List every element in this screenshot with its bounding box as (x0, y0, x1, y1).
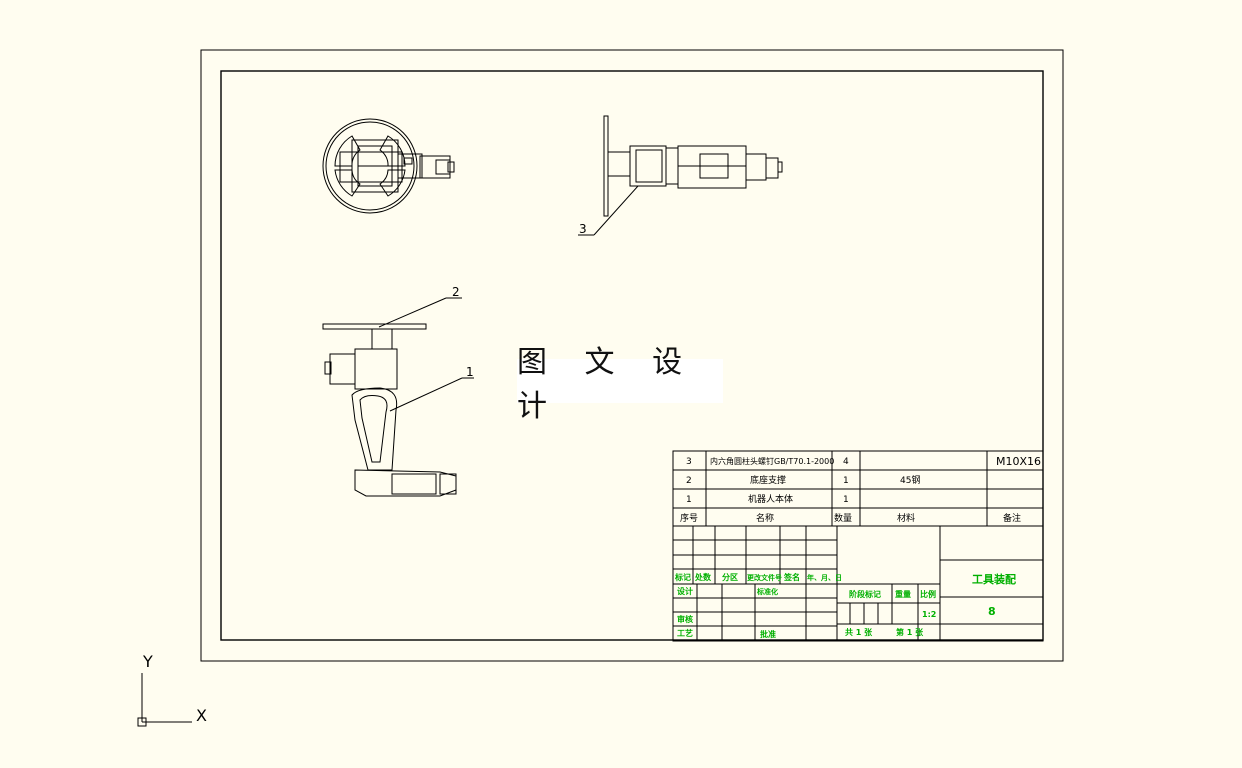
label-standardize: 标准化 (756, 587, 778, 596)
ucs-axis-icon (137, 673, 192, 727)
balloon-2: 2 (452, 285, 460, 299)
label-count: 处数 (694, 572, 712, 582)
scale-value: 1:2 (922, 610, 936, 619)
leader-lines (378, 185, 639, 412)
label-design: 设计 (677, 586, 693, 596)
label-zone: 分区 (722, 572, 738, 582)
parts-list-text: 3 内六角圆柱头螺钉GB/T70.1-2000 4 M10X16 2 底座支撑 … (680, 455, 1041, 524)
header-note: 备注 (1003, 512, 1021, 524)
drawing-code: 8 (988, 605, 996, 618)
header-qty: 数量 (834, 512, 852, 524)
robot-side-view (603, 115, 783, 217)
label-scale: 比例 (920, 589, 936, 599)
row3-qty: 4 (843, 457, 849, 467)
header-no: 序号 (680, 512, 698, 524)
row2-no: 2 (686, 476, 692, 486)
axis-y-label: Y (142, 652, 153, 671)
label-mark: 标记 (674, 572, 691, 582)
row2-name: 底座支撑 (750, 474, 786, 486)
inner-frame (220, 70, 1044, 641)
sheets-total: 共 1 张 (845, 627, 873, 637)
row2-material: 45钢 (900, 474, 920, 486)
parts-list-table (672, 450, 1044, 642)
row3-no: 3 (686, 457, 692, 467)
row3-note: M10X16 (996, 455, 1041, 468)
balloon-3: 3 (579, 222, 587, 236)
axis-x-label: X (196, 706, 207, 725)
header-material: 材料 (897, 512, 915, 524)
sheet-number: 第 1 张 (896, 627, 924, 637)
row3-name: 内六角圆柱头螺钉GB/T70.1-2000 (710, 456, 834, 466)
label-change-doc: 更改文件号 (747, 573, 782, 582)
outer-frame (200, 49, 1064, 662)
label-review: 审核 (677, 614, 693, 624)
label-sign: 签名 (783, 572, 800, 582)
title-block-grid (673, 526, 1043, 641)
label-process: 工艺 (677, 628, 693, 638)
balloon-1: 1 (466, 365, 474, 379)
label-approve: 批准 (760, 629, 776, 639)
row2-qty: 1 (843, 476, 849, 486)
label-date: 年、月、日 (807, 573, 842, 582)
row1-no: 1 (686, 495, 692, 505)
watermark: 图 文 设 计 (517, 345, 723, 424)
title-block-text: 标记 处数 分区 更改文件号 签名 年、月、日 设计 标准化 审核 工艺 批准 … (674, 572, 1016, 639)
row1-name: 机器人本体 (748, 493, 793, 505)
row1-qty: 1 (843, 495, 849, 505)
label-weight: 重量 (895, 589, 911, 599)
drawing-name: 工具装配 (972, 572, 1016, 586)
label-stage-mark: 阶段标记 (849, 589, 881, 599)
robot-front-view (322, 323, 457, 497)
robot-top-view (322, 118, 455, 214)
header-name: 名称 (756, 512, 774, 524)
